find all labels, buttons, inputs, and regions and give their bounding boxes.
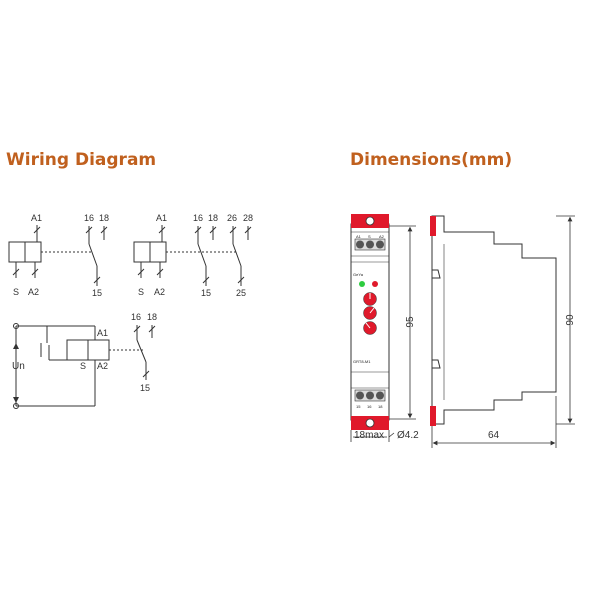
terminal-16-label: 16	[84, 213, 94, 223]
terminal-18-label: 18	[208, 213, 218, 223]
mount-hole-top	[365, 216, 375, 226]
dial-pointer	[369, 307, 375, 314]
relay-contact	[197, 243, 207, 267]
terminal-mark	[229, 226, 237, 234]
depth-label: 64	[488, 430, 500, 441]
terminal-label-s: S	[368, 234, 371, 239]
supply-terminal	[13, 323, 19, 329]
terminal-15-label: 15	[140, 383, 150, 393]
model-label: GRT8-M1	[353, 359, 371, 364]
terminal-mark	[194, 226, 202, 234]
terminal-mark	[100, 226, 108, 234]
terminal-mark	[148, 325, 156, 333]
din-rail-notch-bottom	[432, 359, 441, 369]
height-front-label: 95	[405, 316, 416, 328]
terminal-a1-label: A1	[97, 328, 108, 338]
terminal-label-a2: A2	[379, 234, 385, 239]
dial-pointer	[365, 322, 371, 329]
terminal-s-label: S	[138, 287, 144, 297]
terminal-a1-label: A1	[156, 213, 167, 223]
device-front-view: A1 S A2 GeYa GRT8-M1 15 16 18	[350, 214, 390, 430]
terminal-15-label: 15	[201, 288, 211, 298]
terminal-28-label: 28	[243, 213, 253, 223]
brand-label: GeYa	[353, 272, 364, 277]
terminal-18-label: 18	[147, 312, 157, 322]
terminal-screw	[356, 391, 364, 400]
terminal-mark	[156, 268, 164, 276]
terminal-mark	[244, 226, 252, 234]
terminal-16-label: 16	[131, 312, 141, 322]
terminal-label-a1: A1	[356, 234, 362, 239]
terminal-26-label: 26	[227, 213, 237, 223]
width-label: 18max	[354, 430, 384, 441]
terminal-mark	[158, 226, 166, 234]
supply-label: Un	[12, 361, 25, 372]
wiring-diagram-heading: Wiring Diagram	[6, 150, 157, 170]
terminal-a2-label: A2	[154, 287, 165, 297]
terminal-s-label: S	[13, 287, 19, 297]
mount-hole-bottom	[365, 418, 375, 428]
relay-contact	[88, 243, 98, 267]
terminal-mark	[12, 268, 20, 276]
terminal-16-label: 16	[193, 213, 203, 223]
led-red	[372, 281, 378, 287]
terminal-mark	[93, 276, 101, 284]
terminal-mark	[137, 268, 145, 276]
terminal-15-label: 15	[92, 288, 102, 298]
terminal-label-16: 16	[367, 404, 372, 409]
terminal-mark	[85, 226, 93, 234]
leader-line	[388, 432, 395, 438]
terminal-a1-label: A1	[31, 213, 42, 223]
relay-contact	[136, 339, 147, 363]
device-side-view: 90 64	[430, 215, 576, 448]
din-rail-notch-top	[432, 269, 441, 279]
front-dimensions: 95 18max Ø4.2	[350, 225, 419, 442]
relay-contact	[232, 243, 242, 267]
terminal-screw	[356, 240, 364, 249]
height-side-label: 90	[565, 314, 576, 326]
supply-terminal	[13, 403, 19, 409]
terminal-s-label: S	[80, 361, 86, 371]
wiring-diagram-2: A1 S A2 16 18 15 26 28 25	[133, 213, 253, 298]
wiring-diagram-1: A1 S A2 16 18 15	[8, 213, 109, 298]
terminal-label-15: 15	[356, 404, 361, 409]
terminal-mark	[33, 226, 41, 234]
terminal-screw	[366, 391, 374, 400]
terminal-mark	[31, 268, 39, 276]
dimensions-heading: Dimensions(mm)	[350, 150, 513, 170]
terminal-a2-label: A2	[28, 287, 39, 297]
terminal-mark	[133, 325, 141, 333]
terminal-25-label: 25	[236, 288, 246, 298]
terminal-mark	[209, 226, 217, 234]
terminal-mark	[237, 276, 245, 284]
side-profile	[431, 215, 557, 425]
terminal-screw	[376, 391, 384, 400]
terminal-label-18: 18	[378, 404, 383, 409]
terminal-a2-label: A2	[97, 361, 108, 371]
terminal-mark	[142, 370, 150, 378]
clip-top	[430, 216, 436, 236]
terminal-18-label: 18	[99, 213, 109, 223]
clip-bottom	[430, 406, 436, 426]
led-green	[359, 281, 365, 287]
wiring-diagram-3: Un A1 S A2 16 18 15	[12, 312, 157, 409]
terminal-mark	[202, 276, 210, 284]
terminal-screw	[366, 240, 374, 249]
hole-label: Ø4.2	[397, 430, 419, 441]
terminal-screw	[376, 240, 384, 249]
